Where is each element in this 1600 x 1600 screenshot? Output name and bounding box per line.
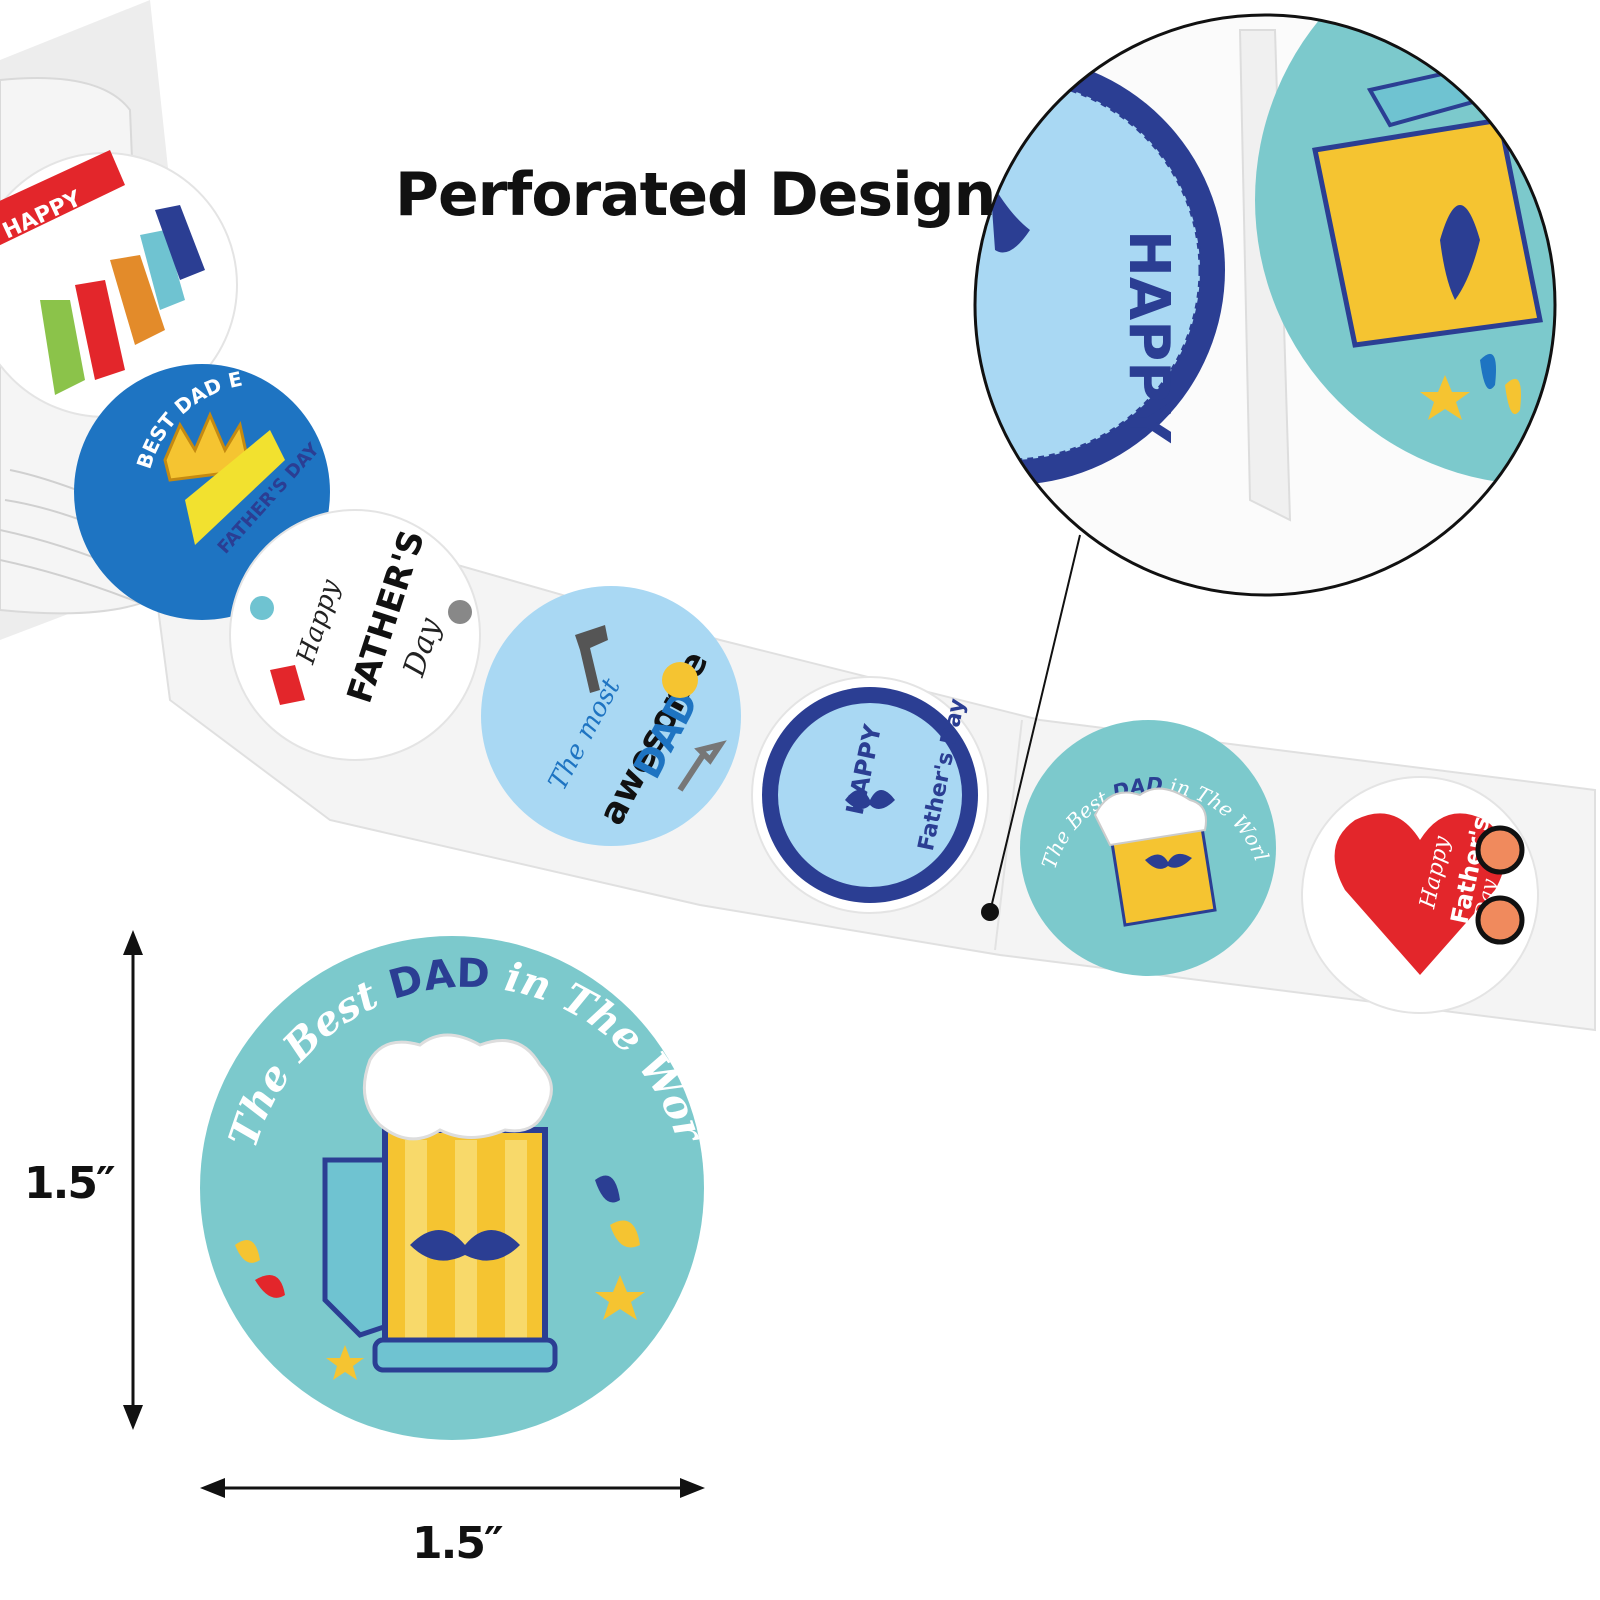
height-label: 1.5″ — [24, 1158, 116, 1209]
mustache-icon — [1440, 205, 1480, 300]
width-dimension-arrow — [200, 1478, 705, 1498]
glasses-icon — [1475, 825, 1525, 945]
mustache-icon — [845, 790, 895, 809]
glasses-icon — [448, 600, 472, 624]
sticker-happy-fathers-day-heart: Happy Father's Day — [1301, 776, 1539, 1014]
necktie-icon — [270, 665, 305, 705]
tape-measure-icon — [662, 662, 698, 698]
wrench-icon — [677, 740, 727, 792]
necktie-icon — [40, 205, 205, 395]
sticker-happy-fathers-day-script: Happy FATHER'S Day — [229, 509, 481, 761]
star-icon — [1420, 375, 1470, 420]
sticker-happy-fathers-day-badge: HAPPY Father's Day — [751, 676, 989, 914]
headline: Perforated Design — [395, 160, 996, 230]
width-label: 1.5″ — [412, 1518, 504, 1569]
heart-icon — [1334, 813, 1506, 975]
beer-mug-icon — [322, 1033, 558, 1373]
hammer-icon — [575, 625, 608, 693]
crown-icon — [163, 411, 252, 482]
zoom-label: HAPPY — [1116, 230, 1181, 444]
mustache-icon — [410, 1230, 520, 1261]
sticker-the-most-awesome-dad: The most awesome DAD — [481, 586, 741, 846]
mustache-icon — [1145, 853, 1192, 869]
star-icon — [595, 1275, 645, 1320]
height-dimension-arrow — [123, 930, 143, 1430]
star-icon — [326, 1345, 364, 1380]
glasses-icon — [250, 596, 274, 620]
beer-mug-icon — [1093, 787, 1217, 927]
